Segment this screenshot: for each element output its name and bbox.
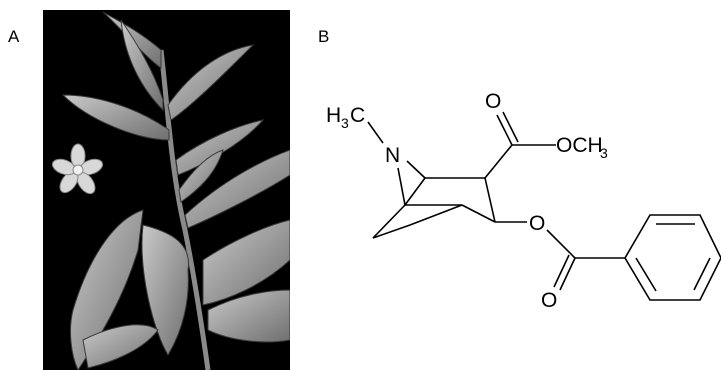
leaves xyxy=(61,11,290,370)
nitrogen-atom: N xyxy=(385,144,400,167)
flower-icon xyxy=(51,143,104,195)
n-methyl-sub: 3 xyxy=(341,115,349,131)
bonds xyxy=(367,111,721,301)
ester-sub: 3 xyxy=(600,145,608,161)
ester-oxygen: OCH xyxy=(556,134,603,157)
n-methyl-h: H xyxy=(326,104,341,127)
coca-plant-photo xyxy=(43,10,290,370)
chemical-structure: H 3 C N O OCH 3 O O xyxy=(326,90,721,312)
panel-label-a: A xyxy=(8,27,20,46)
n-methyl-c: C xyxy=(350,104,365,127)
panel-label-b: B xyxy=(318,27,330,46)
carbonyl-oxygen-bottom: O xyxy=(541,289,557,312)
stem xyxy=(158,49,211,370)
carbonyl-oxygen-top: O xyxy=(485,90,501,113)
ring-oxygen: O xyxy=(529,212,545,235)
